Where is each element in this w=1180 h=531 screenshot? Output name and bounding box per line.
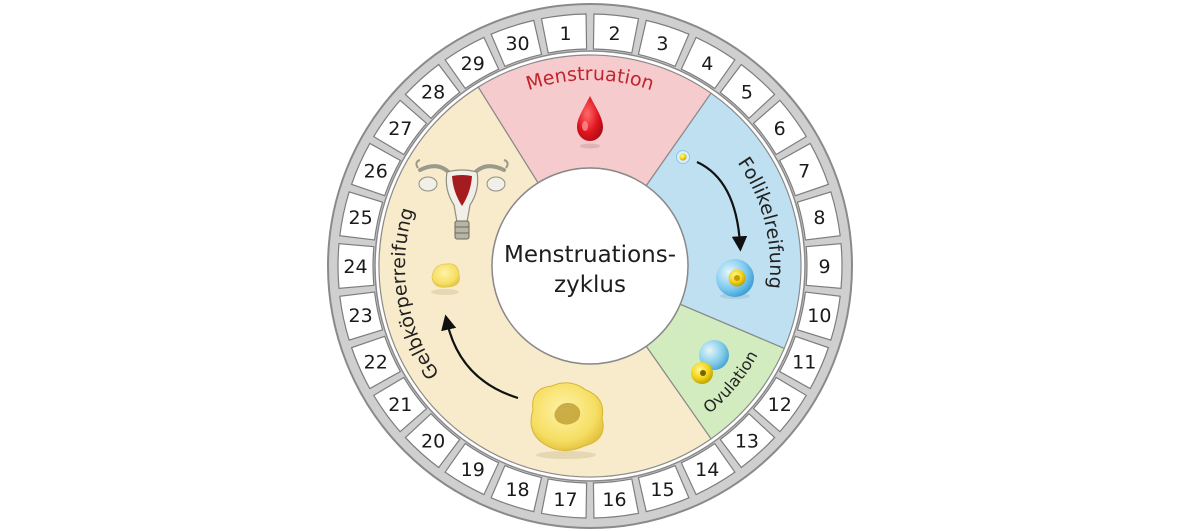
day-tile-1 — [540, 13, 588, 54]
day-tile-24 — [337, 242, 375, 290]
day-number-8: 8 — [813, 207, 825, 229]
day-number-22: 22 — [364, 351, 388, 373]
day-number-9: 9 — [818, 256, 830, 278]
day-tile-2 — [592, 13, 640, 54]
day-tile-25 — [339, 191, 384, 241]
day-number-30: 30 — [505, 33, 529, 55]
day-number-1: 1 — [559, 23, 571, 45]
follicle-mature-icon — [716, 259, 754, 299]
day-tile-12 — [752, 376, 808, 433]
ovulation-egg-icon — [691, 340, 729, 384]
day-number-12: 12 — [768, 394, 792, 416]
day-number-18: 18 — [505, 479, 529, 501]
day-tile-8 — [796, 191, 841, 241]
day-number-14: 14 — [695, 459, 719, 481]
day-tile-26 — [350, 142, 402, 197]
day-tile-3 — [637, 19, 690, 68]
cycle-arrow-icon — [441, 314, 519, 400]
day-number-6: 6 — [774, 118, 786, 140]
day-number-10: 10 — [807, 305, 831, 327]
day-tile-16 — [592, 478, 640, 519]
day-tile-9 — [805, 242, 843, 290]
day-number-20: 20 — [421, 430, 445, 452]
follicle-small-icon — [676, 150, 690, 164]
day-tile-6 — [752, 99, 808, 156]
day-number-17: 17 — [553, 489, 577, 511]
day-number-28: 28 — [421, 82, 445, 104]
day-tile-5 — [719, 63, 776, 120]
day-number-25: 25 — [349, 207, 373, 229]
blood-drop-icon — [577, 96, 603, 149]
day-tile-7 — [778, 142, 830, 197]
day-number-3: 3 — [656, 33, 668, 55]
day-number-5: 5 — [741, 82, 753, 104]
cycle-arrow-icon — [696, 161, 748, 252]
day-number-16: 16 — [602, 489, 626, 511]
day-number-7: 7 — [798, 161, 810, 183]
day-tile-13 — [719, 412, 776, 469]
day-tile-14 — [680, 442, 736, 496]
day-number-19: 19 — [461, 459, 485, 481]
day-tile-20 — [404, 412, 461, 469]
day-number-24: 24 — [343, 256, 367, 278]
center-title-line2: zyklus — [554, 272, 626, 298]
corpus-luteum-large-icon — [530, 382, 604, 459]
day-number-23: 23 — [349, 305, 373, 327]
center-title-line1: Menstruations- — [504, 242, 676, 268]
day-tile-17 — [540, 478, 588, 519]
day-tile-21 — [372, 376, 428, 433]
corpus-luteum-small-icon — [431, 263, 460, 295]
day-tile-23 — [339, 291, 384, 341]
center-disc — [491, 167, 689, 365]
day-number-29: 29 — [461, 53, 485, 75]
day-number-11: 11 — [792, 351, 816, 373]
day-number-15: 15 — [650, 479, 674, 501]
day-number-27: 27 — [388, 118, 412, 140]
day-tile-29 — [444, 36, 500, 90]
day-tile-11 — [778, 335, 830, 390]
day-tile-18 — [490, 464, 543, 513]
day-number-2: 2 — [608, 23, 620, 45]
day-tile-28 — [404, 63, 461, 120]
uterus-icon — [415, 159, 509, 240]
day-tile-15 — [637, 464, 690, 513]
day-tile-10 — [796, 291, 841, 341]
day-tile-22 — [350, 335, 402, 390]
day-number-21: 21 — [388, 394, 412, 416]
day-number-26: 26 — [364, 161, 388, 183]
day-tile-30 — [490, 19, 543, 68]
day-tile-27 — [372, 99, 428, 156]
day-number-4: 4 — [701, 53, 713, 75]
day-tile-19 — [444, 442, 500, 496]
day-number-13: 13 — [735, 430, 759, 452]
day-tile-4 — [680, 36, 736, 90]
